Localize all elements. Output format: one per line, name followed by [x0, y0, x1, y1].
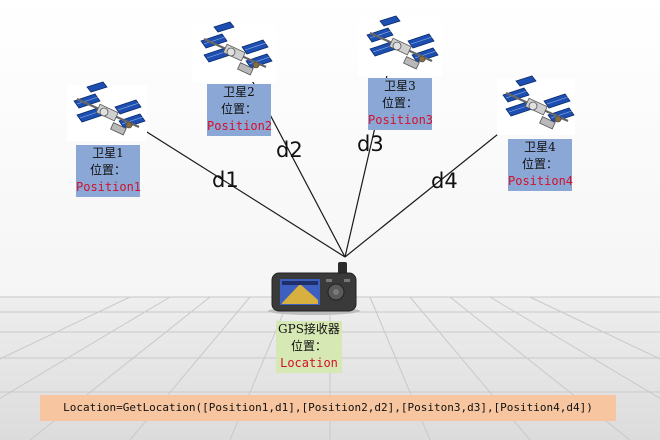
distance-label-d2: d2: [276, 138, 303, 162]
satellite-3-position: Position3: [368, 113, 434, 127]
location-formula: Location=GetLocation([Position1,d1],[Pos…: [40, 395, 616, 421]
satellite-3-position-label: 位置：: [381, 96, 418, 110]
receiver-name: GPS接收器: [278, 322, 340, 336]
satellite-4: [497, 74, 576, 135]
satellite-1-name: 卫星1: [92, 146, 124, 160]
distance-line-d1: [111, 109, 346, 258]
satellite-1-position-label: 位置：: [89, 163, 126, 177]
satellite-4-label: 卫星4 位置： Position4: [508, 139, 574, 191]
satellite-4-position-label: 位置：: [521, 157, 558, 171]
satellite-3: [358, 14, 442, 76]
receiver-position-label: 位置：: [290, 339, 327, 353]
receiver-label: GPS接收器 位置： Location: [276, 321, 342, 373]
satellite-1-position: Position1: [76, 180, 142, 194]
satellite-1-label: 卫星1 位置： Position1: [76, 145, 142, 197]
distance-label-d4: d4: [431, 169, 458, 193]
distance-label-d3: d3: [357, 132, 384, 156]
satellite-2-position-label: 位置：: [220, 102, 257, 116]
satellite-1: [67, 80, 147, 141]
satellite-3-name: 卫星3: [384, 79, 416, 93]
distance-label-d1: d1: [212, 168, 239, 192]
satellite-2: [192, 20, 276, 82]
gps-receiver-device: [268, 262, 360, 315]
satellite-4-position: Position4: [508, 174, 574, 188]
receiver-location: Location: [280, 356, 338, 370]
satellite-3-label: 卫星3 位置： Position3: [368, 78, 434, 130]
satellite-2-label: 卫星2 位置： Position2: [207, 84, 273, 136]
satellite-4-name: 卫星4: [524, 140, 556, 154]
satellite-2-position: Position2: [207, 119, 273, 133]
satellite-2-name: 卫星2: [223, 85, 255, 99]
